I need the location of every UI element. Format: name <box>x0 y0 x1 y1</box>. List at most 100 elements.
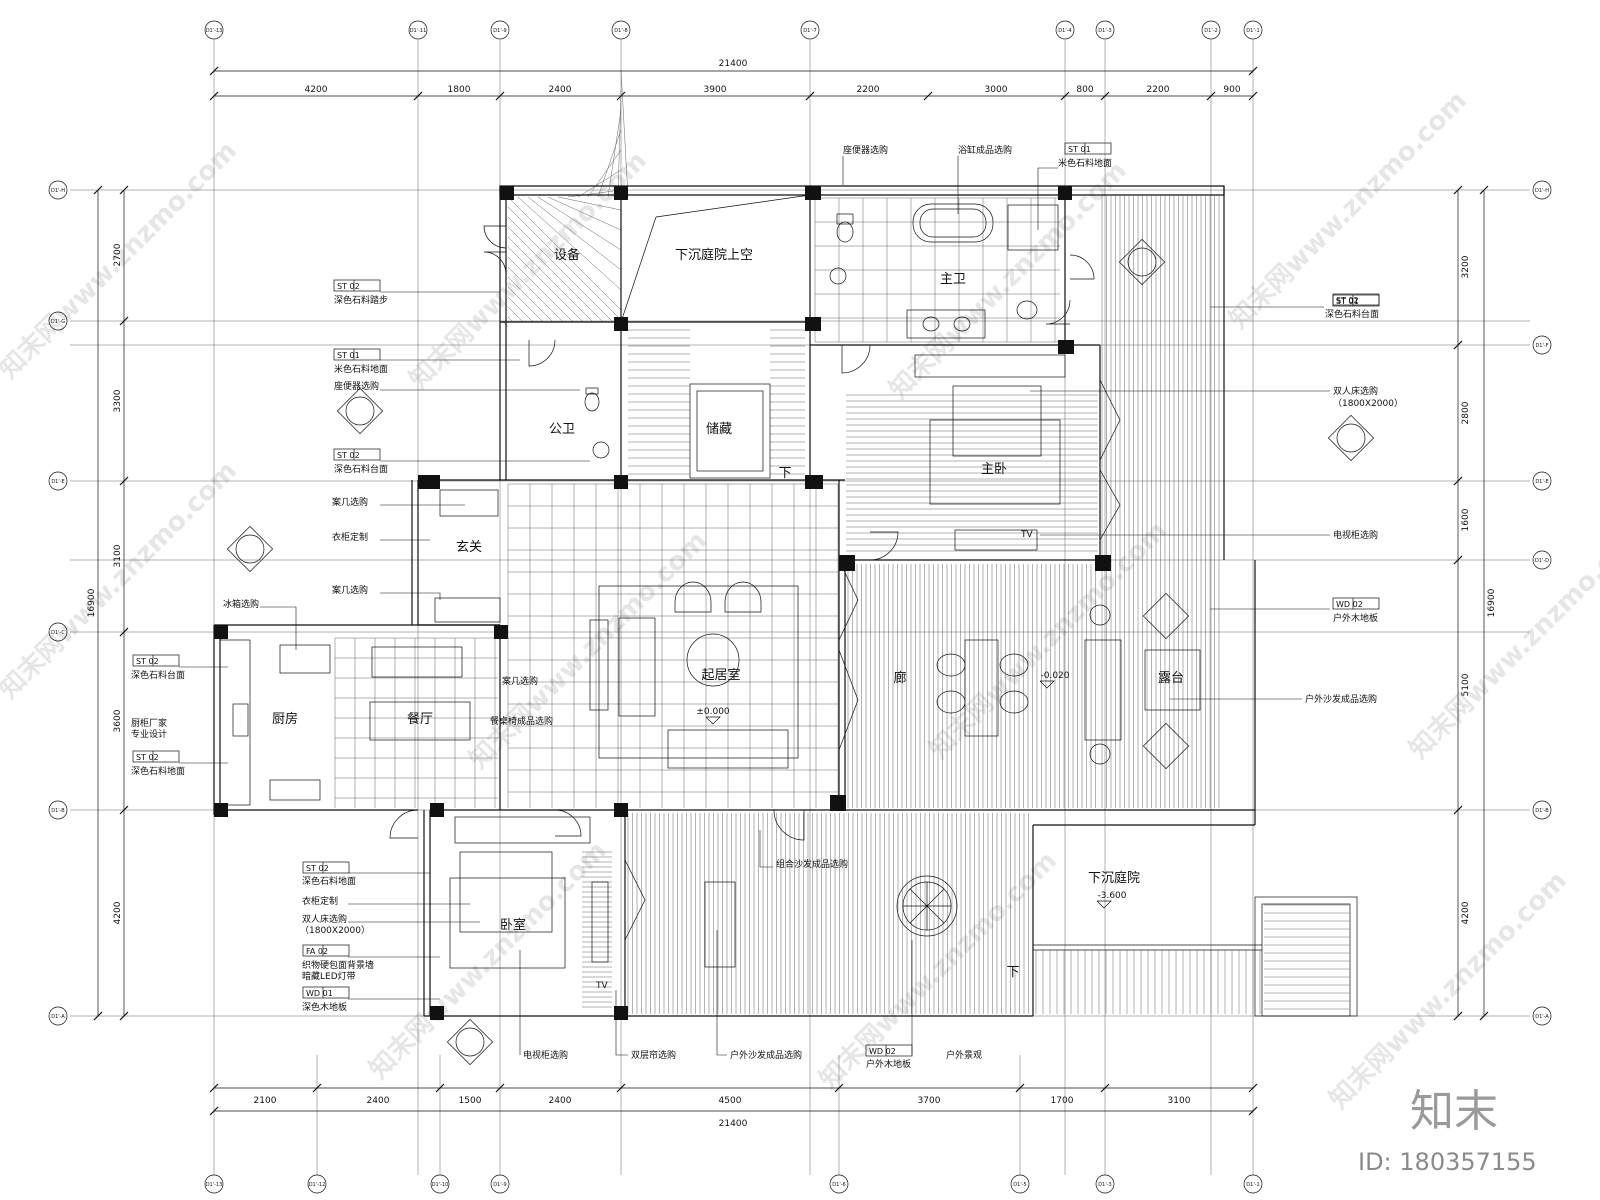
label-text: 暗藏LED灯带 <box>302 970 356 982</box>
axis-bubble-right: D1'-H <box>1532 180 1552 200</box>
axis-bubble-bottom: D1'-13 <box>204 1174 224 1194</box>
axis-label: D1'-F <box>1535 343 1548 349</box>
room-corridor: 廊 <box>893 670 906 686</box>
elevation-index-symbol <box>1327 414 1375 462</box>
label-text: （1800X2000） <box>300 925 370 936</box>
axis-label: D1'-G <box>51 319 65 325</box>
axis-bubble-bottom: D1'-10 <box>430 1174 450 1194</box>
axis-bubble-bottom: D1'-6 <box>829 1174 849 1194</box>
axis-label: D1'-1 <box>1246 28 1259 34</box>
axis-bubble-bottom: D1'-5 <box>1010 1174 1030 1194</box>
dim-text: 3000 <box>985 85 1008 95</box>
master-bed <box>929 385 1061 505</box>
stair-down-marker: 下 <box>778 466 791 481</box>
axis-label: D1'-E <box>51 479 64 485</box>
dim-text: 3700 <box>918 1096 941 1106</box>
axis-bubbles: D1'-13 D1'-11 D1'-9 D1'-8 D1'-7 D1'-4 D1… <box>48 20 1552 1194</box>
dim-text: 1700 <box>1051 1096 1074 1106</box>
axis-label: D1'-4 <box>1058 28 1071 34</box>
room-sunken-void: 下沉庭院上空 <box>675 247 753 263</box>
washbasin <box>906 309 986 339</box>
room-foyer: 玄关 <box>456 540 482 555</box>
fixtures <box>219 203 1201 969</box>
dim-text: 3200 <box>1461 255 1471 278</box>
dim-text: 4200 <box>305 85 328 95</box>
outdoor-sofa <box>1084 604 1122 765</box>
tv-marker: TV <box>1020 530 1033 540</box>
room-sunken-garden: 下沉庭院 <box>1088 870 1140 886</box>
dimension-texts: 21400 4200 1800 2400 3900 2200 3000 800 … <box>87 59 1497 1129</box>
room-master-bath: 主卫 <box>940 272 966 287</box>
axis-bubble-left: D1'-G <box>48 311 68 331</box>
toilet <box>1016 300 1038 320</box>
label-text: 户外沙发成品选购 <box>730 1049 802 1061</box>
equipment-hatch <box>502 69 629 328</box>
axis-label: D1'-A <box>51 1014 65 1020</box>
dining-tile-floor <box>334 637 498 808</box>
tv-marker: TV <box>595 981 608 991</box>
axis-label: D1'-E <box>1535 479 1548 485</box>
brand-logo: 知末 <box>1410 1086 1498 1137</box>
axis-label: D1'-12 <box>309 1182 326 1188</box>
living-tile-floor <box>507 483 839 808</box>
watermark: 知末网www.znzmo.com <box>1324 866 1573 1115</box>
dimension-ticks <box>93 66 1489 1116</box>
axis-label: D1'-11 <box>410 28 427 34</box>
axis-bubble-right: D1'-E <box>1532 471 1552 491</box>
axis-bubble-top: D1'-7 <box>800 20 820 40</box>
watermark: 知末网www.znzmo.com <box>464 526 713 775</box>
kitchen-counters <box>219 639 331 806</box>
master-bed-floor <box>846 394 1098 552</box>
level-marks: ±0.000 -0.020 -3.600 <box>696 671 1127 909</box>
dim-text: 3100 <box>113 544 123 567</box>
vanity-counter <box>914 354 1066 378</box>
doors <box>389 225 1121 941</box>
axis-label: D1'-H <box>1535 188 1549 194</box>
axis-label: D1'-8 <box>614 28 627 34</box>
level-corridor: -0.020 <box>1040 671 1069 681</box>
stair-down-marker: 下 <box>1006 965 1019 980</box>
tag-code: ST 01 <box>1068 145 1091 154</box>
axis-bubble-left: D1'-C <box>48 622 68 642</box>
room-terrace: 露台 <box>1158 671 1184 686</box>
dimension-lines <box>97 70 1485 1112</box>
dim-text: 16900 <box>87 588 97 617</box>
axis-bubble-left: D1'-B <box>48 800 68 820</box>
terrace-outline <box>1033 896 1358 1017</box>
axis-label: D1'-H <box>51 188 65 194</box>
axis-bubble-left: D1'-A <box>48 1006 68 1026</box>
tag-desc: 深色石料台面 <box>1325 308 1379 320</box>
label-text: 电视柜选购 <box>523 1049 568 1061</box>
dim-text: 21400 <box>719 1119 748 1129</box>
elevation-index-symbol <box>336 387 384 435</box>
dim-text: 2400 <box>549 1096 572 1106</box>
tag-desc: 深色石料踏步 <box>334 294 388 306</box>
label-text: 案几选购 <box>332 496 368 508</box>
axis-label: D1'-D <box>1535 558 1549 564</box>
axis-bubble-bottom: D1'-1 <box>1243 1174 1263 1194</box>
label-text: 餐桌椅成品选购 <box>490 715 553 727</box>
level-garden: -3.600 <box>1097 891 1126 901</box>
room-equipment: 设备 <box>554 247 580 263</box>
dim-text: 21400 <box>719 59 748 69</box>
dim-text: 3100 <box>1168 1096 1191 1106</box>
axis-bubble-bottom: D1'-9 <box>490 1174 510 1194</box>
grid-lines <box>70 40 1530 1175</box>
axis-label: D1'-5 <box>1013 1182 1026 1188</box>
tag-code: ST 01 <box>1336 297 1359 306</box>
toilet <box>836 213 854 243</box>
bedroom-wardrobe <box>454 816 591 844</box>
axis-label: D1'-C <box>51 630 65 636</box>
image-id: ID: 180357155 <box>1358 1148 1537 1176</box>
stairs <box>628 329 805 475</box>
tag-desc: 深色石料台面 <box>334 463 388 475</box>
tag-code: ST 02 <box>1336 296 1359 305</box>
axis-bubble-top: D1'-11 <box>408 20 428 40</box>
dim-text: 3600 <box>113 709 123 732</box>
material-tag: ST 02 深色石料台面 <box>1325 293 1380 320</box>
